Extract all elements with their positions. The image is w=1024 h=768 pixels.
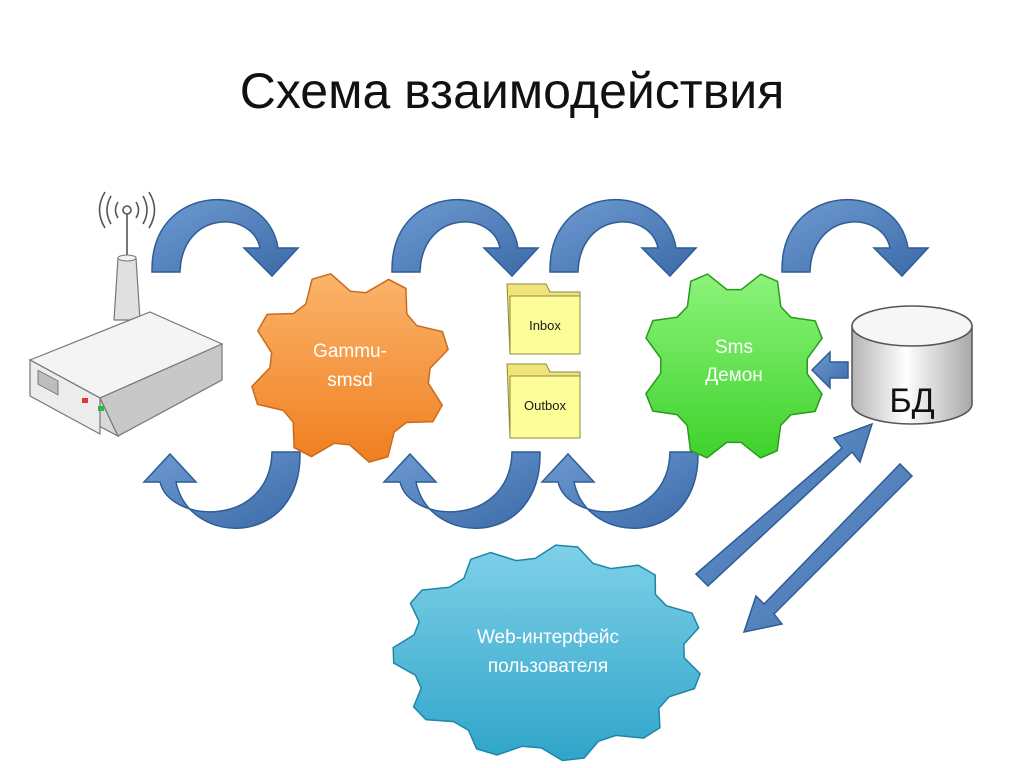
antenna-icon <box>98 191 156 255</box>
database-icon <box>851 305 973 425</box>
web-label-1: Web-интерфейс <box>477 627 619 648</box>
outbox-label: Outbox <box>524 398 566 413</box>
gammu-label-2: smsd <box>327 370 372 391</box>
curved-arrows-bottom <box>142 451 699 529</box>
db-label: БД <box>889 382 934 420</box>
curved-arrow-icon <box>781 198 930 278</box>
web-label-2: пользователя <box>488 656 608 677</box>
gammu-label-1: Gammu- <box>313 341 387 362</box>
curved-arrows-top <box>151 198 930 278</box>
curved-arrow-icon <box>549 198 698 278</box>
curved-arrow-icon <box>382 451 541 529</box>
sms-label-1: Sms <box>715 337 753 358</box>
inbox-label: Inbox <box>529 318 561 333</box>
curved-arrow-icon <box>391 198 540 278</box>
curved-arrow-icon <box>540 451 699 529</box>
modem-icon <box>28 191 224 438</box>
slide-title: Схема взаимодействия <box>239 63 785 119</box>
curved-arrow-icon <box>142 451 301 529</box>
sms-label-2: Демон <box>705 365 763 386</box>
folder-icon <box>506 283 581 355</box>
straight-arrow-icon <box>742 462 914 634</box>
diagonal-arrows <box>694 422 914 634</box>
gear-icon <box>645 273 823 459</box>
curved-arrow-icon <box>151 198 300 278</box>
straight-arrow-icon <box>810 350 849 390</box>
straight-arrow-icon <box>694 422 874 588</box>
gear-icon <box>251 272 449 464</box>
folder-icon <box>506 363 581 439</box>
gear-icon <box>392 544 701 762</box>
